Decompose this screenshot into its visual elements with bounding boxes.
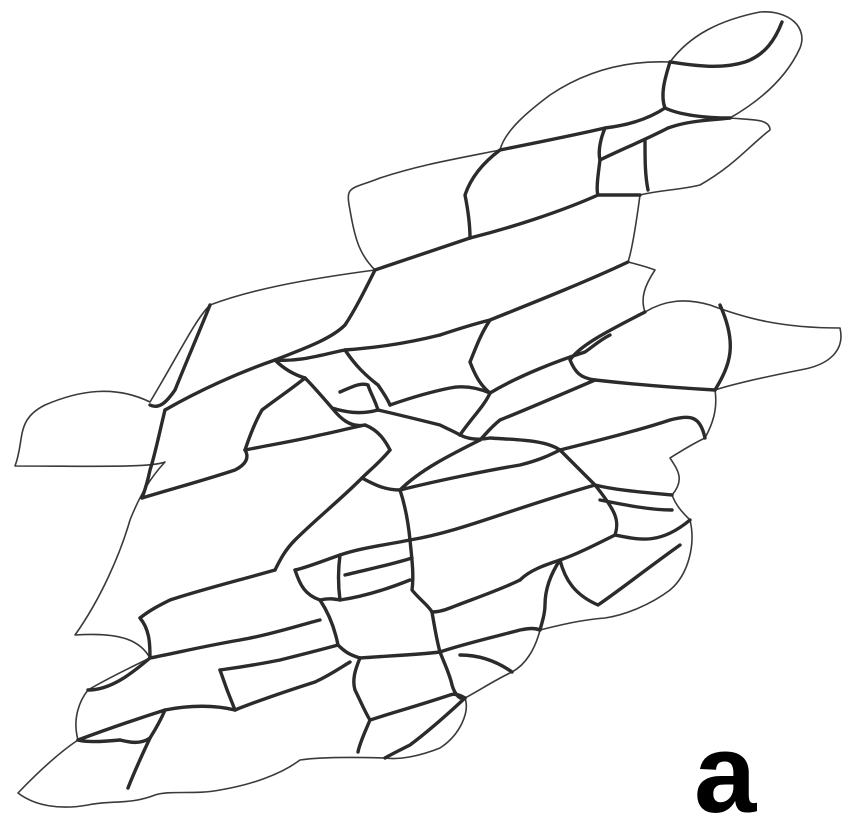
cell-outline-figure	[0, 0, 848, 819]
panel-label: a	[694, 718, 756, 830]
internal-cell-walls	[78, 22, 782, 788]
outer-tissue-outline	[15, 12, 841, 807]
